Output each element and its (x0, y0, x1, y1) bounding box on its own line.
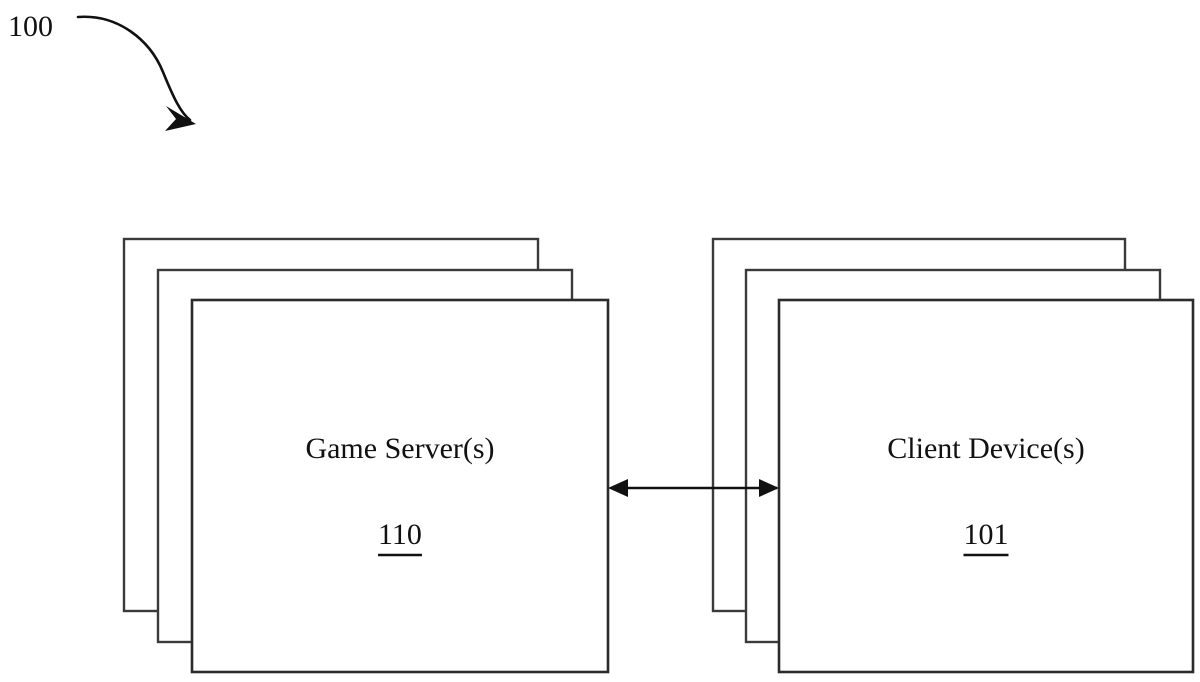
node-client-devices-stack-front[interactable] (777, 298, 1195, 674)
node-client-devices-title: Client Device(s) (887, 432, 1084, 465)
curved-arrow-head-icon (165, 106, 196, 131)
figure-callout: 100 (8, 10, 196, 131)
figure-reference-numeral: 100 (8, 10, 53, 43)
arrow-head-left-icon (608, 479, 628, 497)
node-client-devices[interactable]: Client Device(s) 101 (711, 237, 1195, 674)
curved-arrow-icon (76, 15, 192, 122)
arrow-head-right-icon (759, 479, 779, 497)
node-game-servers-stack-front[interactable] (190, 298, 610, 674)
connector-server-client (608, 479, 779, 497)
node-game-servers-title: Game Server(s) (305, 432, 494, 465)
node-client-devices-number: 101 (964, 518, 1009, 551)
node-game-servers[interactable]: Game Server(s) 110 (122, 237, 610, 674)
node-game-servers-number: 110 (378, 518, 422, 551)
